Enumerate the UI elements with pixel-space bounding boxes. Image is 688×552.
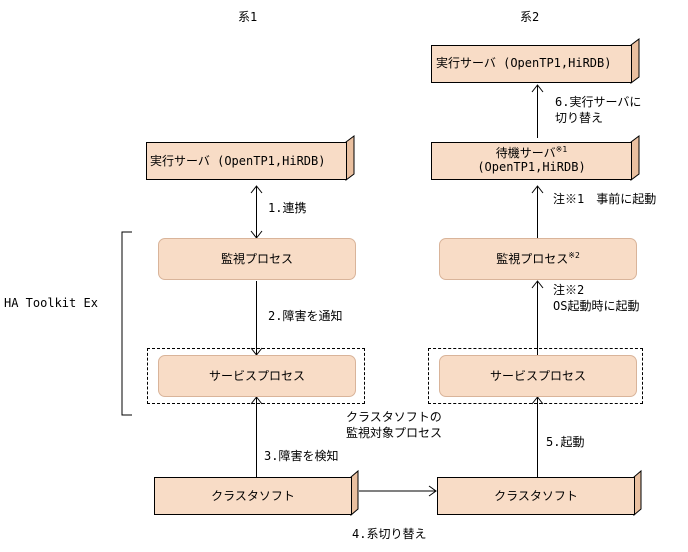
system2-cluster-software-box: クラスタソフト xyxy=(437,469,642,519)
system2-exec-server-box: 実行サーバ (OpenTP1,HiRDB) xyxy=(431,38,640,87)
ha-toolkit-bracket xyxy=(121,231,132,416)
note2-label-line2: OS起動時に起動 xyxy=(553,299,640,313)
system2-monitor-process-label: 監視プロセス※2 xyxy=(496,251,580,267)
monitor-process-note-mark: ※2 xyxy=(568,251,580,260)
standby-server-title: 待機サーバ xyxy=(495,146,556,160)
system2-header: 系2 xyxy=(520,10,540,24)
step2-label: 2.障害を通知 xyxy=(268,309,343,323)
system2-monitor-process: 監視プロセス※2 xyxy=(439,238,637,280)
note2-label-line1: 注※2 xyxy=(553,283,585,297)
arrowhead-failover xyxy=(428,485,437,497)
system1-cluster-software-label: クラスタソフト xyxy=(154,477,352,515)
arrowhead-monitor-2-up xyxy=(531,280,544,289)
system2-standby-server-face: 待機サーバ※1 (OpenTP1,HiRDB) xyxy=(431,142,632,180)
system2-monitored-region xyxy=(428,348,643,404)
arrowhead-standby-2-up xyxy=(531,185,544,194)
system1-monitored-region xyxy=(147,348,365,404)
step5-label: 5.起動 xyxy=(546,435,585,449)
monitored-target-caption-line1: クラスタソフトの xyxy=(346,410,442,424)
ha-toolkit-label: HA Toolkit Ex xyxy=(4,296,98,310)
step1-label: 1.連携 xyxy=(268,201,307,215)
step6-label-line2: 切り替え xyxy=(555,111,604,125)
arrowhead-service-2-up xyxy=(531,396,544,405)
note1-label: 注※1 事前に起動 xyxy=(553,192,657,206)
standby-server-note-mark: ※1 xyxy=(555,145,568,154)
step3-label: 3.障害を検知 xyxy=(264,449,339,463)
system1-service-process: サービスプロセス xyxy=(158,355,356,397)
system2-exec-server-label: 実行サーバ (OpenTP1,HiRDB) xyxy=(431,45,632,83)
system1-exec-server-box: 実行サーバ (OpenTP1,HiRDB) xyxy=(146,135,355,184)
system1-exec-server-label: 実行サーバ (OpenTP1,HiRDB) xyxy=(146,142,347,180)
system1-monitor-process-label: 監視プロセス xyxy=(220,252,293,266)
system2-cluster-software-label: クラスタソフト xyxy=(437,477,635,515)
system2-standby-server-box: 待機サーバ※1 (OpenTP1,HiRDB) xyxy=(431,135,640,184)
monitor-process-title: 監視プロセス xyxy=(496,252,569,266)
system1-header: 系1 xyxy=(238,10,258,24)
system1-cluster-software-box: クラスタソフト xyxy=(154,469,359,519)
arrowhead-up-1 xyxy=(250,185,263,194)
standby-server-line1: 待機サーバ※1 xyxy=(432,145,631,161)
system2-service-process-label: サービスプロセス xyxy=(489,369,586,383)
standby-server-line2: (OpenTP1,HiRDB) xyxy=(477,160,586,174)
system1-monitor-process: 監視プロセス xyxy=(158,238,356,280)
monitored-target-caption-line2: 監視対象プロセス xyxy=(346,426,443,440)
step6-label-line1: 6.実行サーバに xyxy=(555,95,642,109)
system2-service-process: サービスプロセス xyxy=(439,355,637,397)
arrowhead-exec-2-up xyxy=(531,84,544,93)
system1-service-process-label: サービスプロセス xyxy=(208,369,305,383)
step4-label: 4.系切り替え xyxy=(352,527,427,541)
arrowhead-service-1-up xyxy=(250,396,263,405)
